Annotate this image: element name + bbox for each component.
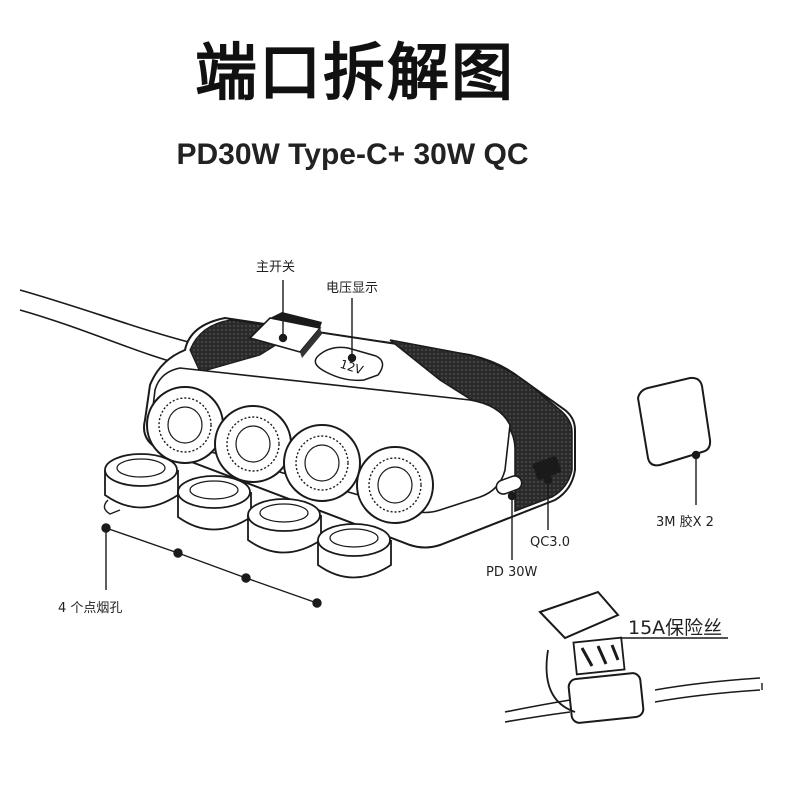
tape-dot bbox=[691, 450, 701, 460]
socket-2 bbox=[214, 405, 292, 483]
display-dot bbox=[347, 353, 357, 363]
label-pd: PD 30W bbox=[486, 565, 538, 580]
usb-ports bbox=[495, 456, 562, 495]
socket-4 bbox=[356, 446, 434, 524]
label-fuse: 15A保险丝 bbox=[628, 617, 723, 639]
cap-3 bbox=[247, 498, 322, 554]
label-main-switch: 主开关 bbox=[256, 260, 296, 275]
label-voltage-display: 电压显示 bbox=[326, 281, 379, 296]
leader-lines bbox=[101, 280, 763, 690]
sockets-dot-1 bbox=[101, 523, 111, 533]
voltage-display: 12V bbox=[314, 346, 384, 382]
adhesive-pad bbox=[636, 376, 712, 467]
label-cigarette-sockets: 4 个点烟孔 bbox=[58, 601, 123, 616]
qc-usb-port bbox=[532, 456, 562, 480]
sockets-dot-3 bbox=[241, 573, 251, 583]
sockets-dot-2 bbox=[173, 548, 183, 558]
cap-1 bbox=[103, 453, 179, 515]
type-c-port bbox=[495, 475, 523, 495]
label-3m-tape: 3M 胶X 2 bbox=[656, 515, 714, 530]
page-subtitle: PD30W Type-C+ 30W QC bbox=[176, 138, 529, 171]
cap-4 bbox=[317, 523, 392, 579]
page-title: 端口拆解图 bbox=[194, 36, 515, 109]
sockets-leader bbox=[105, 527, 318, 604]
label-qc: QC3.0 bbox=[530, 535, 570, 550]
qc-dot bbox=[543, 475, 553, 485]
cigarette-sockets bbox=[146, 386, 434, 524]
socket-3 bbox=[283, 424, 361, 502]
socket-caps bbox=[103, 453, 392, 579]
sockets-dot-4 bbox=[312, 598, 322, 608]
switch-dot bbox=[278, 333, 288, 343]
socket-1 bbox=[146, 386, 224, 464]
pd-dot bbox=[507, 491, 517, 501]
cap-2 bbox=[177, 475, 252, 531]
fuse-assembly bbox=[504, 590, 761, 724]
